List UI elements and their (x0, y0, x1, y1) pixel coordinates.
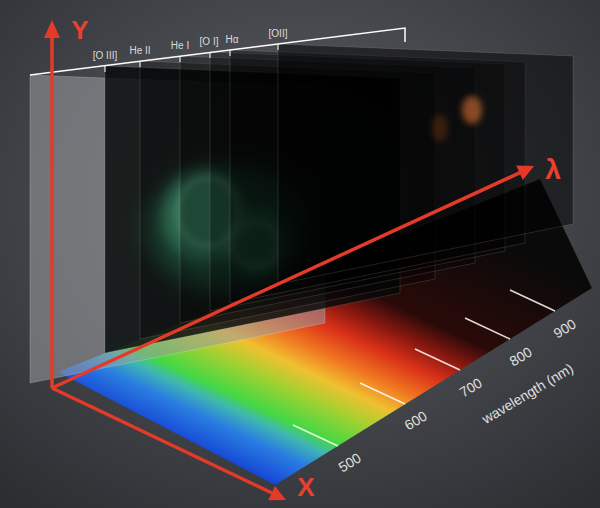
wavelength-tick (360, 383, 405, 404)
tick-label: 700 (457, 375, 485, 400)
wavelength-tick (415, 349, 460, 370)
line-label: [OII] (269, 28, 288, 39)
lambda-axis (52, 173, 520, 388)
line-tick (210, 52, 211, 58)
line-tick (278, 44, 279, 50)
line-tick (140, 61, 141, 67)
x-axis (52, 388, 272, 493)
line-label: [O III] (93, 50, 117, 61)
axis-arrowhead (44, 20, 60, 38)
line-tick (230, 50, 231, 56)
axis-label: Y (71, 16, 88, 45)
tick-label: 900 (551, 316, 579, 341)
axis-arrowhead (516, 165, 534, 180)
oii-slice (278, 44, 573, 284)
tick-label: 500 (336, 450, 364, 475)
tick-label: 600 (402, 408, 430, 433)
line-tick (180, 56, 181, 62)
oii-emission (462, 96, 482, 124)
line-label: [O I] (200, 36, 219, 47)
axis-label: λ (545, 155, 561, 186)
wavelength-tick (465, 318, 510, 339)
wavelength-tick (293, 425, 338, 446)
line-label: He I (171, 40, 189, 51)
axis-arrowhead (268, 486, 286, 500)
line-label: He II (129, 45, 150, 56)
wavelength-tick (510, 290, 555, 311)
line-label: Hα (225, 34, 238, 45)
y-axis (50, 36, 54, 388)
axis-title: wavelength (nm) (480, 361, 577, 427)
tick-label: 800 (507, 344, 535, 369)
line-tick (105, 66, 106, 72)
axis-label: X (297, 473, 314, 502)
